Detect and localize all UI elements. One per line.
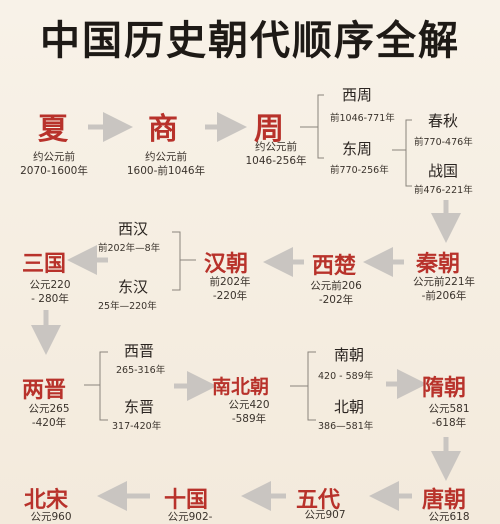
node-xizhou: 西周 (342, 86, 373, 104)
node-xichu-date1: 公元前206 (310, 280, 362, 292)
node-xia: 夏 (38, 112, 68, 147)
node-xia-date1: 约公元前 (33, 151, 75, 163)
node-xihan: 西汉 (118, 220, 149, 238)
node-dongzhou-date: 前770-256年 (330, 165, 389, 176)
node-beichao: 北朝 (334, 398, 365, 416)
node-zhou-date2: 1046-256年 (245, 155, 307, 167)
node-xijin: 西晋 (124, 342, 155, 360)
node-chunqiu-date: 前770-476年 (414, 137, 473, 148)
node-shiguo: 十国 (164, 487, 209, 513)
node-zhou-date1: 约公元前 (255, 141, 297, 153)
node-xia-date2: 2070-1600年 (20, 165, 88, 177)
node-shang: 商 (148, 112, 178, 147)
bracket-nanbeichao (307, 351, 316, 421)
node-shang-date2: 1600-前1046年 (126, 165, 206, 177)
node-nanbeichao-date1: 公元420 (228, 399, 270, 411)
node-beisong-date1: 公元960 (30, 511, 72, 523)
page-title: 中国历史朝代顺序全解 (40, 17, 460, 64)
node-tang: 唐朝 (422, 487, 467, 513)
node-sanguo-date2: - 280年 (31, 293, 69, 305)
node-dongzhou: 东周 (342, 140, 373, 158)
node-tang-date1: 公元618 (428, 511, 470, 523)
node-xizhou-date: 前1046-771年 (330, 113, 395, 124)
bracket-zhou (317, 94, 324, 159)
node-qin-date1: 公元前221年 (412, 276, 476, 288)
node-han-date1: 前202年 (209, 276, 251, 288)
node-han-date2: -220年 (212, 290, 248, 302)
node-nanbeichao: 南北朝 (212, 376, 270, 398)
bracket-han (172, 231, 181, 291)
node-nanbeichao-date2: -589年 (231, 413, 267, 425)
node-chunqiu: 春秋 (428, 112, 459, 130)
node-sui: 隋朝 (422, 375, 467, 401)
node-nanchao-date: 420 - 589年 (318, 371, 374, 382)
node-sui-date1: 公元581 (428, 403, 470, 415)
node-zhanguo: 战国 (428, 162, 459, 180)
node-han: 汉朝 (204, 251, 249, 277)
node-xichu-date2: -202年 (318, 294, 354, 306)
node-dongjin-date: 317-420年 (112, 421, 162, 432)
node-shiguo-date1: 公元902- (167, 511, 213, 523)
bracket-dongzhou (405, 119, 412, 187)
node-xichu: 西楚 (312, 253, 357, 279)
node-zhou: 周 (254, 112, 284, 147)
node-sanguo-date1: 公元220 (29, 279, 71, 291)
node-wudai: 五代 (296, 487, 341, 513)
node-xihan-date: 前202年—8年 (98, 243, 161, 254)
node-liangjin-date1: 公元265 (28, 403, 70, 415)
node-shang-date1: 约公元前 (145, 151, 187, 163)
node-liangjin-date2: -420年 (31, 417, 67, 429)
node-wudai-date1: 公元907 (304, 509, 346, 521)
node-donghan-date: 25年—220年 (98, 301, 157, 312)
node-donghan: 东汉 (118, 278, 149, 296)
node-zhanguo-date: 前476-221年 (414, 185, 473, 196)
node-nanchao: 南朝 (334, 346, 365, 364)
node-dongjin: 东晋 (124, 398, 155, 416)
node-sui-date2: -618年 (431, 417, 467, 429)
node-liangjin: 两晋 (22, 377, 67, 403)
node-beisong: 北宋 (24, 487, 69, 513)
node-sanguo: 三国 (22, 251, 67, 277)
bracket-liangjin (99, 351, 108, 421)
node-qin-date2: -前206年 (421, 290, 467, 302)
node-xijin-date: 265-316年 (116, 365, 166, 376)
node-qin: 秦朝 (416, 251, 461, 277)
node-beichao-date: 386—581年 (318, 421, 374, 432)
